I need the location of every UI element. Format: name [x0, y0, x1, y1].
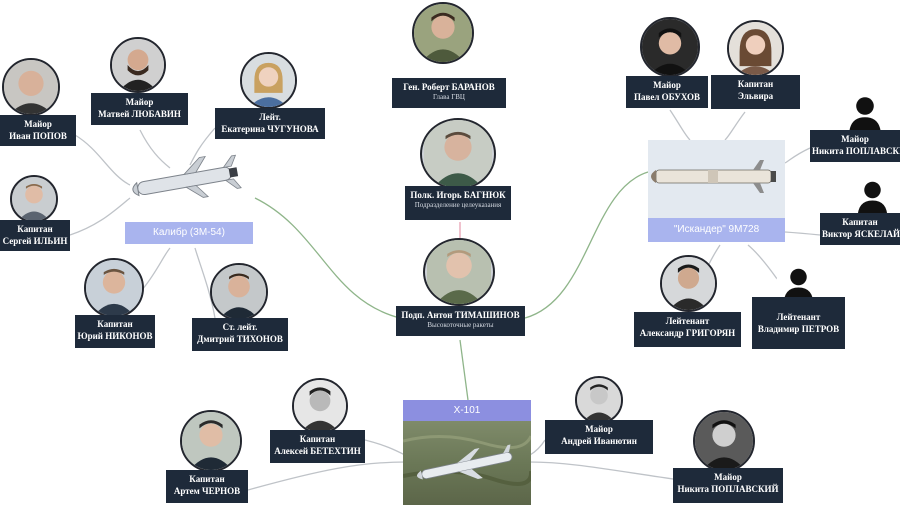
card-poplavskiy-x101: Майор Никита ПОПЛАВСКИЙ [673, 468, 783, 503]
avatar-chernov [180, 410, 242, 472]
card-lyubavin-name: Матвей ЛЮБАВИН [98, 109, 181, 119]
avatar-lyubavin [110, 37, 166, 93]
card-ilyin-rank: Капитан [17, 224, 53, 234]
avatar-obukhov [640, 17, 700, 77]
card-petrov: Лейтенант Владимир ПЕТРОВ [752, 297, 845, 349]
avatar-timashinov [423, 238, 495, 306]
card-tikhonov-rank: Ст. лейт. [222, 322, 258, 332]
card-grigoryan: Лейтенант Александр ГРИГОРЯН [634, 312, 741, 347]
card-betekhtin-name: Алексей БЕТЕХТИН [274, 446, 361, 456]
card-obukhov-rank: Майор [653, 80, 681, 90]
card-popov-rank: Майор [24, 119, 52, 129]
kalibr-label: Калибр (3М-54) [125, 222, 253, 244]
avatar-betekhtin [292, 378, 348, 434]
card-poplavskiy-iskander-rank: Майор [841, 134, 869, 144]
edge-kalibr-lyubavin [139, 129, 171, 169]
card-chugunova-name: Екатерина ЧУГУНОВА [221, 124, 319, 134]
kalibr-missile-image [125, 152, 250, 207]
card-bagnyuk: Полк. Игорь БАГНЮК Подразделение целеука… [405, 186, 511, 220]
edge-iskander-elvira [724, 111, 746, 141]
edge-x101-chernov [247, 461, 406, 491]
card-poplavskiy-iskander: Майор Никита ПОПЛАВСКИЙ [810, 130, 900, 162]
card-nikonov-name: Юрий НИКОНОВ [77, 331, 153, 341]
edge-x101-poplavskiy [529, 461, 681, 481]
card-baranov: Ген. Роберт БАРАНОВ Глава ГВЦ [392, 78, 506, 108]
avatar-nikonov [84, 258, 144, 318]
card-petrov-rank: Лейтенант [776, 312, 821, 322]
x101-label: Х-101 [403, 400, 531, 421]
card-lyubavin-rank: Майор [125, 97, 154, 107]
card-popov: Майор Иван ПОПОВ [0, 115, 76, 146]
card-bagnyuk-subtitle: Подразделение целеуказания [414, 201, 502, 209]
avatar-ilyin [10, 175, 58, 223]
edge-center-kalibr [254, 197, 401, 319]
card-ivanyutin-rank: Майор [585, 424, 613, 434]
iskander-label: "Искандер" 9М728 [648, 218, 785, 242]
edge-x101-betekhtin [364, 439, 406, 456]
card-poplavskiy-x101-name: Никита ПОПЛАВСКИЙ [677, 484, 779, 494]
card-grigoryan-rank: Лейтенант [665, 316, 710, 326]
x101-missile-image [403, 421, 531, 505]
card-chugunova-rank: Лейт. [259, 112, 281, 122]
card-petrov-name: Владимир ПЕТРОВ [757, 324, 840, 334]
edge-kalibr-chugunova [189, 127, 216, 166]
edge-kalibr-ilyin [69, 197, 131, 236]
card-betekhtin-rank: Капитан [299, 434, 336, 444]
card-popov-name: Иван ПОПОВ [9, 131, 67, 141]
card-timashinov: Подп. Антон ТИМАШИНОВ Высокоточные ракет… [396, 306, 525, 336]
card-baranov-subtitle: Глава ГВЦ [433, 93, 465, 101]
card-timashinov-title: Подп. Антон ТИМАШИНОВ [401, 310, 520, 320]
card-ivanyutin: Майор Андрей Иванютин [545, 420, 653, 454]
card-poplavskiy-x101-rank: Майор [714, 472, 742, 482]
avatar-grigoryan [660, 255, 717, 312]
card-chernov: Капитан Артем ЧЕРНОВ [166, 470, 248, 503]
avatar-ivanyutin [575, 376, 623, 424]
edge-x101-ivanyutin [529, 439, 546, 456]
avatar-elvira [727, 20, 784, 77]
card-poplavskiy-iskander-name: Никита ПОПЛАВСКИЙ [812, 146, 900, 156]
edge-center-x101 [459, 339, 469, 401]
edge-kalibr-popov [74, 134, 131, 186]
card-nikonov-rank: Капитан [97, 319, 133, 329]
card-obukhov: Майор Павел ОБУХОВ [626, 76, 708, 108]
card-grigoryan-name: Александр ГРИГОРЯН [639, 328, 736, 338]
card-yaskelay-name: Виктор ЯСКЕЛАЙ [822, 229, 900, 239]
card-elvira: Капитан Эльвира [711, 75, 800, 109]
avatar-bagnyuk [420, 118, 496, 190]
card-baranov-title: Ген. Роберт БАРАНОВ [403, 82, 495, 92]
avatar-popov [2, 58, 60, 116]
card-ilyin-name: Сергей ИЛЬИН [2, 236, 68, 246]
card-tikhonov: Ст. лейт. Дмитрий ТИХОНОВ [192, 318, 288, 351]
card-yaskelay: Капитан Виктор ЯСКЕЛАЙ [820, 213, 900, 245]
card-lyubavin: Майор Матвей ЛЮБАВИН [91, 93, 188, 125]
card-ilyin: Капитан Сергей ИЛЬИН [0, 220, 70, 251]
card-tikhonov-name: Дмитрий ТИХОНОВ [197, 334, 283, 344]
card-elvira-rank: Капитан [737, 79, 774, 89]
edge-iskander-yaskelay [784, 231, 821, 236]
iskander-missile-image [648, 140, 785, 218]
avatar-baranov [412, 2, 474, 64]
card-chugunova: Лейт. Екатерина ЧУГУНОВА [215, 108, 325, 139]
card-timashinov-subtitle: Высокоточные ракеты [427, 321, 494, 329]
card-betekhtin: Капитан Алексей БЕТЕХТИН [270, 430, 365, 463]
edge-iskander-obukhov [669, 109, 691, 141]
avatar-tikhonov [210, 263, 268, 321]
card-nikonov: Капитан Юрий НИКОНОВ [75, 315, 155, 348]
card-bagnyuk-title: Полк. Игорь БАГНЮК [410, 190, 506, 200]
edge-iskander-poplavskiy [784, 147, 811, 164]
avatar-poplavskiy-x101 [693, 410, 755, 472]
card-yaskelay-rank: Капитан [842, 217, 878, 227]
avatar-chugunova [240, 52, 297, 109]
card-elvira-name: Эльвира [737, 91, 774, 101]
card-chernov-name: Артем ЧЕРНОВ [173, 486, 241, 496]
card-ivanyutin-name: Андрей Иванютин [561, 436, 637, 446]
card-chernov-rank: Капитан [189, 474, 225, 484]
edge-center-iskander [524, 171, 649, 319]
card-obukhov-name: Павел ОБУХОВ [634, 92, 700, 102]
edge-kalibr-tikhonov [194, 247, 216, 319]
